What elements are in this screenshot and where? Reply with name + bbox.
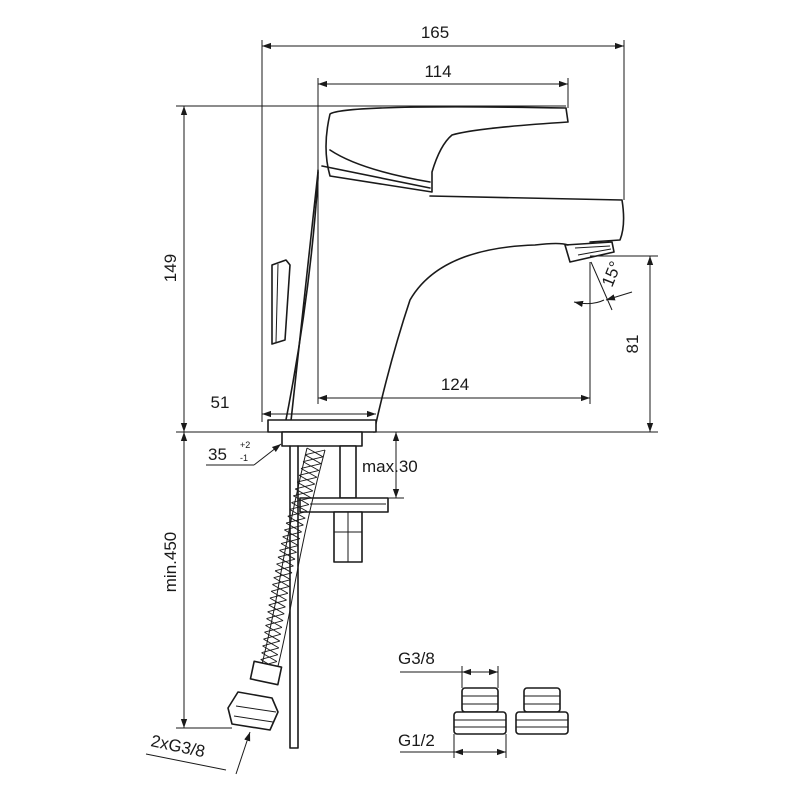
cartridge-cap [321,165,431,189]
popup-knob [271,259,291,345]
dim-spout-projection: 124 [317,176,590,404]
braid-strand [285,517,306,524]
aerator-line-2 [577,248,612,256]
outlet-angle-line [590,261,613,311]
braid-strand [291,497,311,504]
adapter-right-top [523,687,561,713]
angle-arrow [605,291,633,301]
dim-base-offset: 51 [211,393,376,418]
braid-strand [261,647,279,654]
adapter-left [453,687,507,735]
adapter-right-bottom [515,711,569,735]
adapter-label-g38: G3/8 [398,649,435,668]
braid-strand [266,613,285,620]
braid-strand [279,545,299,551]
braid-strand [273,572,293,579]
flange [281,431,363,447]
dim-overall-width: 165 [261,23,625,422]
dim-label-114: 114 [424,62,451,81]
braid-strand [297,476,317,483]
braid-strand [262,640,280,647]
braid-strand [276,558,296,565]
adapter-left-top [461,687,499,713]
dim-tol-plus: +2 [240,440,250,450]
dim-outlet-angle: 15° [573,259,633,404]
braid-strand [269,592,289,599]
braid-strand [265,620,284,626]
braid-strand [263,633,282,640]
braid-strand [268,599,287,606]
aerator-line [574,245,611,249]
dim-outlet-height: 81 [590,255,658,432]
adapter-right [515,687,569,735]
dim-label-149: 149 [161,254,180,282]
threaded-stud [339,445,357,499]
braid-strand [293,490,313,497]
dim-hole-diameter: 35 +2 -1 [206,440,282,466]
dim-hose-length: min.450 [161,432,232,729]
body-outline [283,169,569,433]
dim-label-min450: min.450 [161,532,180,592]
dim-adapter-bottom: G1/2 [398,731,507,758]
braid-strand [300,463,322,469]
base-and-mounting [260,419,658,749]
hose-edge-left [257,447,308,681]
dim-label-124: 124 [441,375,469,394]
flex-hose [227,447,326,731]
adapter-left-bottom [453,711,507,735]
dim-hose-connections: 2xG3/8 [145,731,251,775]
adapter-label-g12: G1/2 [398,731,435,750]
braid-strand [277,551,297,558]
knob-outline [271,259,291,345]
spout-top [429,195,625,243]
body-rear-edge [289,171,319,431]
dim-label-81: 81 [623,335,642,354]
braid-strand [280,538,301,544]
knob-line [275,263,279,343]
hose-ferrule [249,660,283,686]
dim-label-51: 51 [211,393,230,412]
leader-line [145,753,227,771]
braid-strand [267,606,286,613]
braid-strand [271,586,290,592]
dim-adapter-top: G3/8 [398,649,499,688]
lever-handle[interactable] [321,106,569,193]
lever[interactable] [325,106,569,193]
angle-arc [573,299,605,308]
braid-strand [287,510,308,517]
dim-label-15deg: 15° [598,259,625,290]
braid-strand [289,504,310,510]
braid-strand [302,456,324,463]
braid-strand [282,531,302,538]
dim-spout-reach: 114 [317,62,569,170]
lever-crease [329,149,431,183]
braid-strand [264,626,283,633]
dim-tol-minus: -1 [240,453,248,463]
leader-arrow [235,731,251,775]
hose-edge-right [273,449,326,683]
nut-face-2 [233,715,274,723]
dim-label-35: 35 [208,445,227,464]
hose-braid [257,447,326,683]
popup-rod [289,445,299,749]
base-ring [267,419,377,433]
braid-strand [272,579,291,585]
braid-strand [298,470,319,476]
dim-label-165: 165 [421,23,449,42]
braid-strand [295,483,315,490]
braid-strand [274,565,294,572]
fixing-plate [299,497,389,513]
dim-deck-thickness: max.30 [356,432,418,499]
dim-label-max30: max.30 [362,457,418,476]
braid-strand [284,524,304,531]
dim-overall-height: 149 [161,105,566,433]
aerator [564,241,615,263]
braid-strand [304,449,326,456]
braid-strand [260,654,278,660]
nut-face-1 [235,705,277,713]
leader-arrow [253,443,282,466]
faucet-body [283,169,625,433]
